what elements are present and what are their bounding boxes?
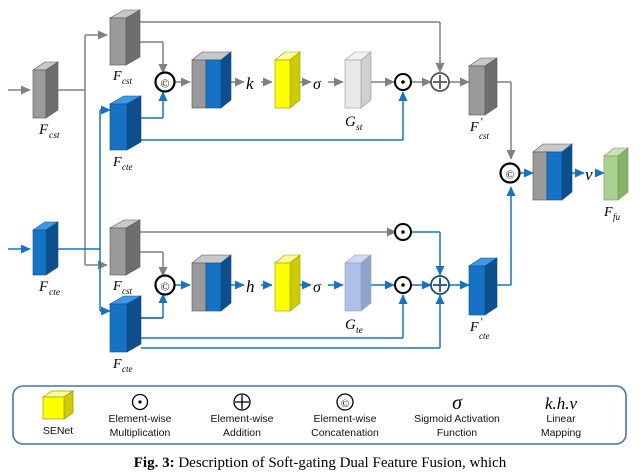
label-input-fcst: F xyxy=(38,122,49,138)
gray-wires xyxy=(8,21,516,277)
label-output-fcte-sub: cte xyxy=(479,331,490,341)
label-bottom-fcst-sub: cst xyxy=(122,286,132,296)
block-input-fcst xyxy=(32,61,59,119)
legend-label-mult-1: Element-wise xyxy=(108,413,171,425)
label-top-fcte: F xyxy=(112,155,122,170)
block-senet-top xyxy=(274,51,301,109)
label-bottom-fcte: F xyxy=(112,357,122,372)
label-bottom-fcst: F xyxy=(112,279,122,294)
block-output-fcst-prime xyxy=(468,57,498,116)
block-fusion-output xyxy=(603,147,629,201)
label-top-fcst: F xyxy=(112,69,122,84)
mult-circle-mid xyxy=(394,223,412,241)
legend-label-senet: SENet xyxy=(43,425,73,437)
concat-circle-icon: © xyxy=(336,393,354,411)
label-input-fcte: F xyxy=(38,279,49,295)
label-output-fcst-sub: cst xyxy=(479,131,489,141)
legend-label-add-2: Addition xyxy=(223,427,261,439)
label-output-fcst: F xyxy=(469,120,479,135)
blue-wires xyxy=(8,91,605,349)
label-input-fcte-sub: cte xyxy=(49,288,60,298)
add-circle-icon xyxy=(233,393,251,411)
legend-label-sigmoid-1: Sigmoid Activation xyxy=(414,413,500,425)
mult-circle-bottom xyxy=(394,276,412,294)
block-bottom-fcte xyxy=(108,295,143,353)
figure-caption-text: Description of Soft-gating Dual Feature … xyxy=(178,455,507,471)
concat-circle-top: © xyxy=(154,71,176,93)
concat-glyph-top: © xyxy=(160,77,169,91)
concat-glyph-legend: © xyxy=(341,398,349,410)
legend-label-concat-2: Concatenation xyxy=(311,427,379,439)
figure-caption: Fig. 3: Description of Soft-gating Dual … xyxy=(0,455,640,472)
label-output-fcte: F xyxy=(469,320,479,335)
senet-cube-icon xyxy=(41,390,75,420)
label-top-fcst-sub: cst xyxy=(122,76,132,86)
legend-label-add-1: Element-wise xyxy=(210,413,273,425)
add-circle-top xyxy=(430,72,450,92)
label-output-fcst-prime: ′ xyxy=(480,116,483,128)
figure-caption-prefix: Fig. 3: xyxy=(133,455,175,471)
block-top-fcst xyxy=(108,9,142,66)
block-fusion-concat-feature xyxy=(532,143,573,201)
sigma-icon: σ xyxy=(452,392,463,414)
block-output-fcte-prime xyxy=(468,257,498,316)
block-gate-st xyxy=(344,51,372,109)
block-gate-te xyxy=(344,254,372,312)
label-bottom-fcte-sub: cte xyxy=(122,364,133,374)
symbol-v: v xyxy=(585,165,593,184)
symbol-k: k xyxy=(246,74,254,93)
legend-label-mult-2: Multiplication xyxy=(110,427,171,439)
block-top-fcte xyxy=(108,95,143,151)
label-gate-st: G xyxy=(345,114,356,130)
label-top-fcte-sub: cte xyxy=(122,162,133,172)
symbol-sigma-bottom: σ xyxy=(313,279,322,296)
khv-icon: k.h.v xyxy=(545,394,578,413)
label-fusion-output: F xyxy=(603,205,613,220)
label-gate-te-sub: te xyxy=(356,326,363,336)
concat-glyph-fusion: © xyxy=(505,168,514,182)
block-senet-bottom xyxy=(274,254,301,312)
legend-label-concat-1: Element-wise xyxy=(313,413,376,425)
legend-label-sigmoid-2: Function xyxy=(437,427,477,439)
symbol-h: h xyxy=(246,277,255,296)
concat-glyph-bottom: © xyxy=(160,280,169,294)
legend-label-linear-1: Linear xyxy=(546,413,576,425)
block-bottom-fcst xyxy=(108,219,142,276)
block-input-fcte xyxy=(32,221,59,276)
legend-box xyxy=(12,385,627,445)
label-fusion-output-sub: fu xyxy=(613,212,621,222)
symbol-sigma-top: σ xyxy=(313,76,322,93)
label-output-fcte-prime: ′ xyxy=(480,316,483,328)
mult-circle-top xyxy=(394,73,412,91)
block-top-concat-feature xyxy=(191,51,232,109)
mult-circle-icon xyxy=(131,393,149,411)
concat-circle-bottom: © xyxy=(154,274,176,296)
legend-label-linear-2: Mapping xyxy=(541,427,581,439)
concat-circle-fusion: © xyxy=(499,162,521,184)
label-gate-te: G xyxy=(345,317,356,333)
block-bottom-concat-feature xyxy=(191,254,232,312)
add-circle-bottom xyxy=(430,275,450,295)
label-gate-st-sub: st xyxy=(356,123,363,133)
label-input-fcst-sub: cst xyxy=(49,131,60,141)
